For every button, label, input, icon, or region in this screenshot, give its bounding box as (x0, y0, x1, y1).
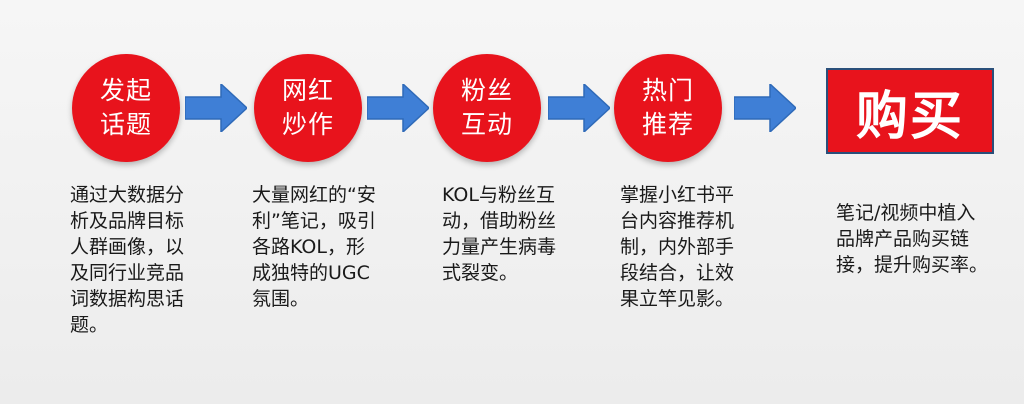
step-title-line2: 推荐 (641, 110, 694, 139)
step-circle-fan-interaction: 粉丝 互动 (433, 54, 541, 162)
step-title-line1: 发起 (99, 76, 152, 105)
arrow-right-icon (185, 84, 247, 132)
step-circle-initiate-topic: 发起 话题 (72, 54, 180, 162)
arrow-right-icon (734, 84, 796, 132)
purchase-description: 笔记/视频中植入品牌产品购买链接，提升购买率。 (836, 202, 989, 276)
step-title-line1: 热门 (641, 76, 694, 105)
step-title-line2: 炒作 (281, 110, 334, 139)
step-title-line2: 互动 (460, 110, 513, 139)
purchase-box: 购买 (826, 68, 994, 154)
arrow-right-icon (367, 84, 429, 132)
step-description-initiate-topic: 通过大数据分析及品牌目标人群画像，以及同行业竞品词数据构思话题。 (70, 184, 185, 336)
arrow-right-icon (548, 84, 610, 132)
step-title-line1: 网红 (281, 76, 334, 105)
step-circle-hot-recommendation: 热门 推荐 (614, 54, 722, 162)
step-description-influencer-hype: 大量网红的“安利”笔记，吸引各路KOL，形成独特的UGC氛围。 (252, 184, 376, 310)
step-description-fan-interaction: KOL与粉丝互动，借助粉丝力量产生病毒式裂变。 (442, 184, 557, 284)
step-title-line1: 粉丝 (460, 76, 513, 105)
step-title-line2: 话题 (99, 110, 152, 139)
step-circle-influencer-hype: 网红 炒作 (254, 54, 362, 162)
step-description-hot-recommendation: 掌握小红书平台内容推荐机制，内外部手段结合，让效果立竿见影。 (620, 184, 735, 310)
